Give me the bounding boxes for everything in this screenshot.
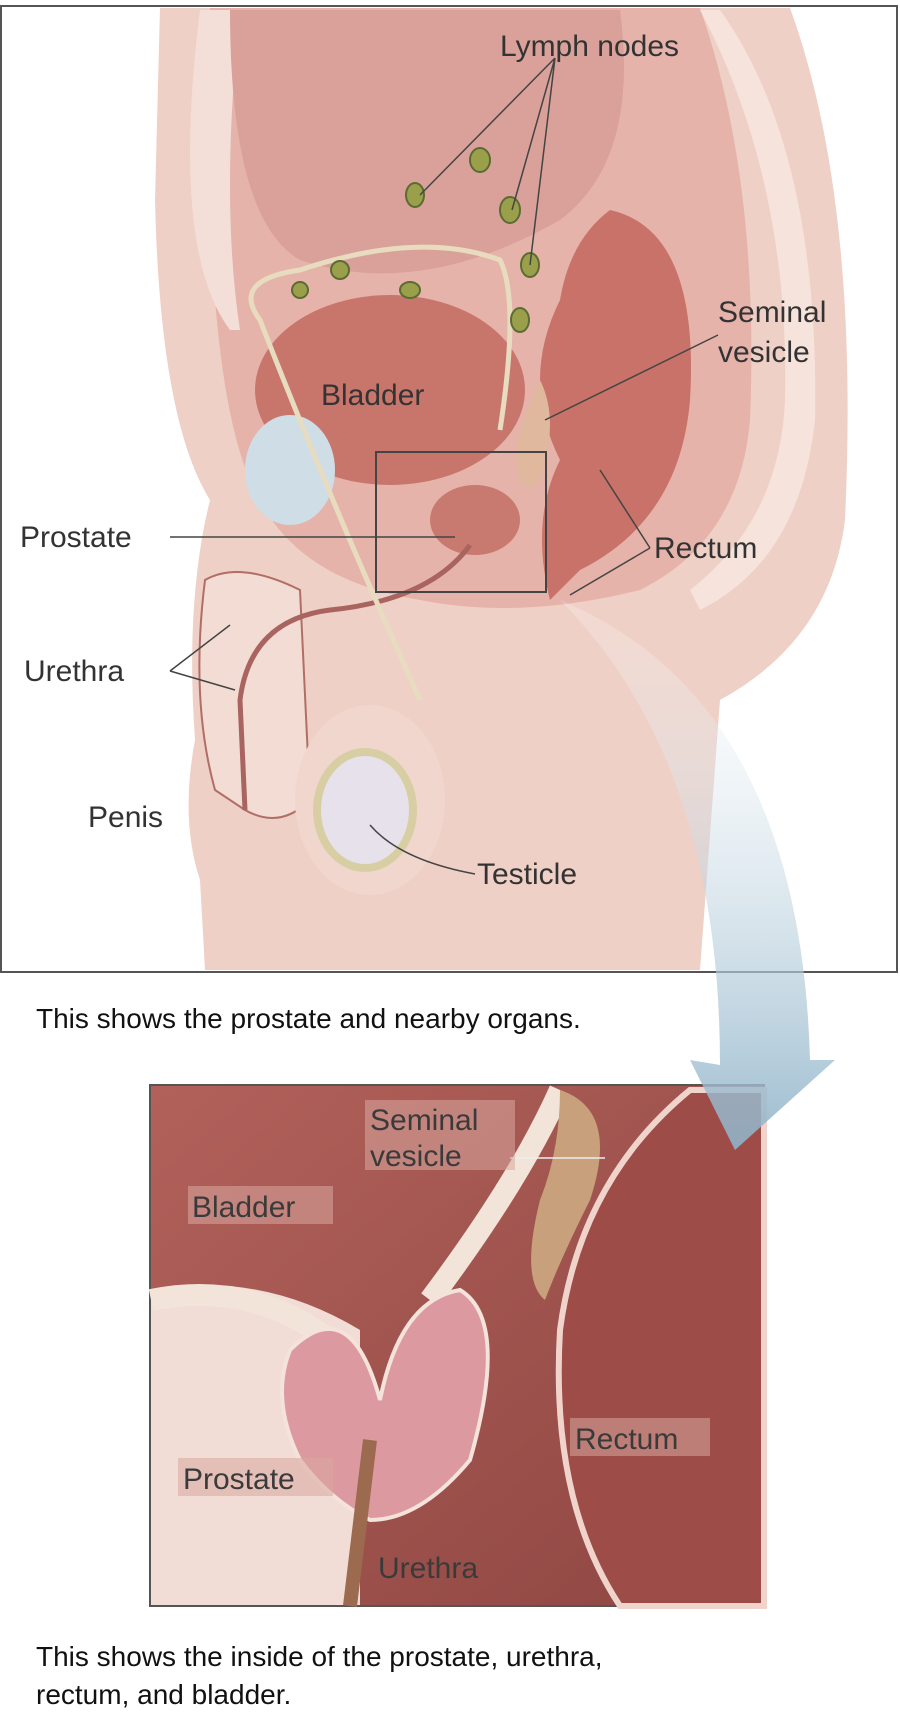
inset-caption-line1: This shows the inside of the prostate, u…: [36, 1641, 603, 1672]
label-bladder: Bladder: [321, 379, 424, 412]
prostate: [430, 485, 520, 555]
label-seminal-vesicle-1: Seminal: [718, 296, 826, 329]
label-prostate: Prostate: [20, 521, 132, 554]
inset-illustration: Seminal vesicle Bladder Rectum Prostate …: [148, 1084, 767, 1609]
urethra: [237, 543, 473, 811]
label-seminal-vesicle-2: vesicle: [718, 336, 810, 369]
label-testicle: Testicle: [477, 858, 577, 891]
label-urethra: Urethra: [24, 655, 124, 688]
vas-deferens: [248, 244, 513, 702]
inset-bladder-wall-2: [421, 1085, 571, 1307]
leader-lines: [169, 57, 719, 875]
pubic-bone: [245, 415, 335, 525]
rectum: [540, 210, 691, 600]
testicle: [313, 748, 417, 872]
inset-label-bladder: Bladder: [192, 1191, 295, 1224]
main-caption: This shows the prostate and nearby organ…: [36, 1003, 581, 1034]
inset-urethra: [343, 1439, 377, 1607]
inset-label-prostate: Prostate: [183, 1463, 295, 1496]
label-penis: Penis: [88, 801, 163, 834]
inset-bladder-wall: [148, 1284, 337, 1349]
seminal-vesicle: [515, 380, 550, 487]
inset-seminal-vesicle: [531, 1090, 600, 1300]
inset-label-urethra: Urethra: [378, 1552, 478, 1585]
penis: [198, 571, 312, 819]
inset-label-rectum: Rectum: [575, 1423, 678, 1456]
zoom-arrow: [560, 600, 835, 1150]
inset-caption-line2: rectum, and bladder.: [36, 1679, 292, 1710]
label-rectum: Rectum: [654, 532, 757, 565]
zoom-focus-box: [375, 451, 547, 593]
intestine: [230, 10, 624, 274]
spine-tissue: [690, 10, 816, 610]
main-illustration: Lymph nodes Seminal vesicle Bladder Pros…: [0, 5, 898, 973]
label-lymph-nodes: Lymph nodes: [500, 30, 679, 63]
inset-rectum: [555, 1087, 767, 1609]
lymph-nodes: [291, 147, 540, 333]
inset-label-backgrounds: [178, 1100, 710, 1496]
inset-label-seminal-vesicle-1: Seminal: [370, 1104, 478, 1137]
inset-label-seminal-vesicle-2: vesicle: [370, 1140, 462, 1173]
abdominal-wall: [190, 10, 240, 330]
